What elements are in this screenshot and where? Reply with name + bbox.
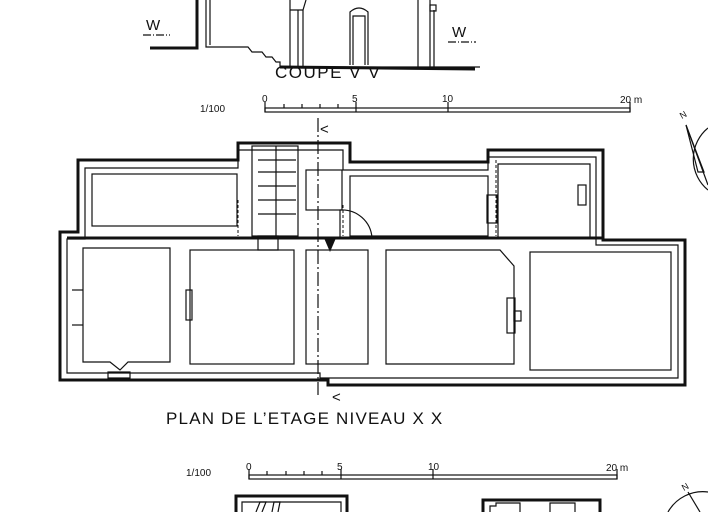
north-arrow-icon: N [678, 109, 708, 191]
scale-bar-bottom: 1/100 0 5 10 20 m [186, 462, 628, 480]
plan-title: PLAN DE L’ETAGE NIVEAU X X [166, 409, 443, 428]
scale-tick-0: 0 [262, 94, 268, 105]
scale-ratio: 1/100 [186, 468, 211, 479]
compass-north-label: N [678, 109, 689, 121]
scale-tick-5: 5 [352, 94, 358, 105]
scale-tick-0: 0 [246, 462, 252, 473]
lower-floor-plan-partial [234, 494, 602, 512]
section-marker-left: W [146, 17, 161, 34]
scale-tick-10: 10 [442, 94, 454, 105]
cut-marker-bottom: < [332, 389, 341, 406]
section-title: COUPE V V [275, 63, 381, 82]
scale-ratio: 1/100 [200, 104, 225, 115]
north-arrow-icon: N [667, 481, 708, 512]
cut-marker-top: < [320, 121, 329, 138]
scale-bar-top: 1/100 0 5 10 20 m [200, 94, 642, 115]
scale-tick-20: 20 m [620, 95, 642, 106]
floor-plan: < < PLAN DE L’ETAGE NIVEAU X X [58, 118, 687, 428]
section-marker-right: W [452, 24, 467, 41]
scale-tick-10: 10 [428, 462, 440, 473]
section-vv-drawing: W W COUPE V V [143, 0, 480, 82]
scale-tick-20: 20 m [606, 463, 628, 474]
compass-north-label: N [680, 481, 691, 493]
scale-tick-5: 5 [337, 462, 343, 473]
